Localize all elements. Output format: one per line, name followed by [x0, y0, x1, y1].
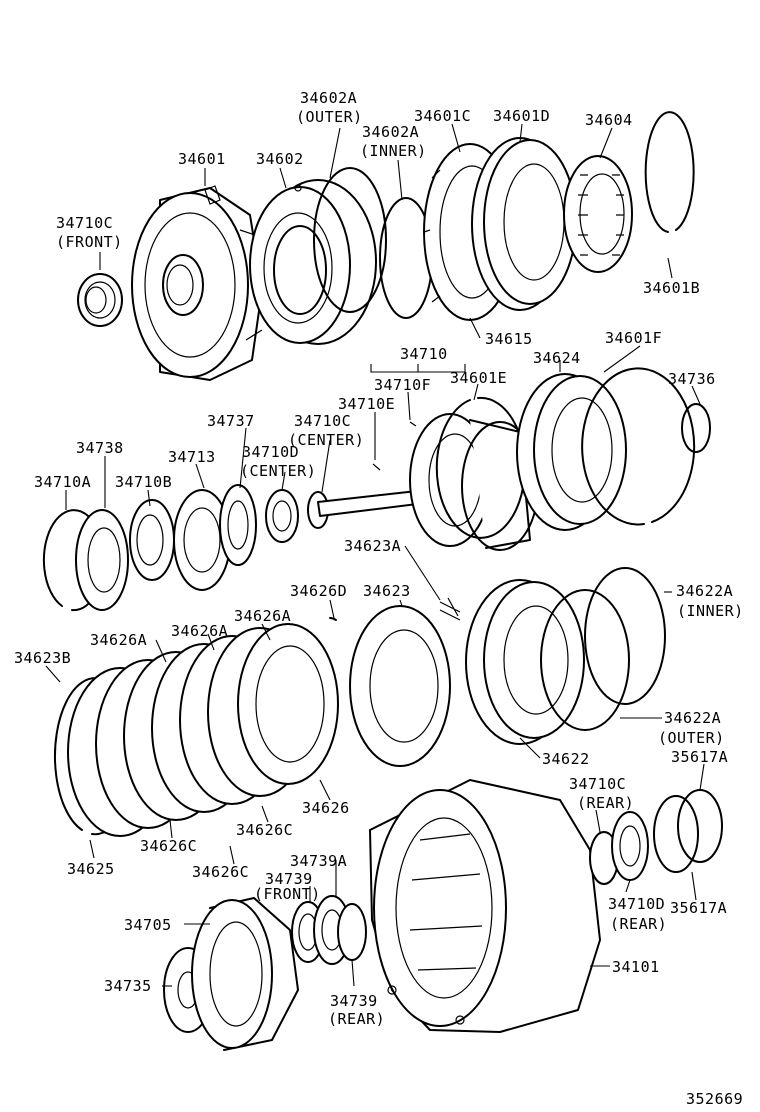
label-34622A-outer: 34622A [664, 709, 721, 727]
label-34710D-center-sub: (CENTER) [240, 462, 316, 480]
label-34710C-rear: 34710C [569, 775, 626, 793]
label-34739-rear-sub: (REAR) [328, 1010, 385, 1028]
label-34710D-rear-sub: (REAR) [610, 915, 667, 933]
part-34623-piston [349, 605, 451, 767]
label-34710D-center: 34710D [242, 443, 299, 461]
leader-lines [45, 123, 705, 987]
label-34623A: 34623A [344, 537, 401, 555]
label-34602A-inner-sub: (INNER) [360, 142, 427, 160]
label-35617A-top: 35617A [671, 748, 728, 766]
part-34705-ring-gear [191, 897, 299, 1051]
label-34623B: 34623B [14, 649, 71, 667]
label-34626A-3: 34626A [234, 607, 291, 625]
part-34710B-bearing [129, 499, 175, 581]
part-34739-rear-washer [337, 903, 367, 961]
part-34736-ring [681, 403, 711, 453]
label-34602A-outer: 34602A [300, 89, 357, 107]
part-34602A-outer-oring [313, 167, 387, 313]
label-34710C-center-sub: (CENTER) [288, 431, 364, 449]
part-34710C-front [77, 273, 123, 327]
label-34622A-outer-sub: (OUTER) [658, 729, 725, 747]
part-34601D-plates [471, 137, 577, 311]
part-34710D-rear-bearing [611, 811, 649, 881]
part-34101-case [369, 779, 601, 1033]
label-34710C-center: 34710C [294, 412, 351, 430]
label-34623: 34623 [363, 582, 411, 600]
part-34601-drum [131, 185, 263, 381]
label-34602A-inner: 34602A [362, 123, 419, 141]
label-34739-front: 34739 [265, 870, 313, 888]
label-34101: 34101 [612, 958, 660, 976]
label-34710A: 34710A [34, 473, 91, 491]
label-34601B: 34601B [643, 279, 700, 297]
part-34713-gear [173, 489, 231, 591]
part-34601F-snap-ring [581, 367, 696, 526]
label-34602A-outer-sub: (OUTER) [296, 108, 363, 126]
label-34626A-2: 34626A [171, 622, 228, 640]
part-34601B-snap-ring [644, 111, 695, 233]
label-34710: 34710 [400, 345, 448, 363]
label-34626D: 34626D [290, 582, 347, 600]
label-34626C-2: 34626C [236, 821, 293, 839]
part-34624-clutch [516, 373, 627, 531]
label-34710D-rear: 34710D [608, 895, 665, 913]
label-34601C: 34601C [414, 107, 471, 125]
part-34622A-outer-ring [540, 589, 630, 731]
label-34710B: 34710B [115, 473, 172, 491]
part-34623A-springs [439, 597, 461, 621]
label-34739-front-sub: (FRONT) [254, 885, 321, 903]
label-34626A-1: 34626A [90, 631, 147, 649]
label-34601: 34601 [178, 150, 226, 168]
part-34604-spring-set [563, 155, 633, 273]
part-34601E-ring [435, 396, 526, 539]
label-34710C-front: 34710C [56, 214, 113, 232]
figure-number: 352669 [686, 1090, 743, 1108]
part-35617A-rings [653, 789, 723, 873]
label-34602: 34602 [256, 150, 304, 168]
part-labels: 34602A (OUTER) 34602A (INNER) 34601C 346… [14, 89, 744, 1108]
part-34710E-pin [372, 463, 381, 471]
part-34710-shaft [317, 413, 539, 551]
label-34710C-rear-sub: (REAR) [577, 794, 634, 812]
label-34713: 34713 [168, 448, 216, 466]
label-34626C-1: 34626C [140, 837, 197, 855]
label-34710E: 34710E [338, 395, 395, 413]
part-34622A-inner-ring [584, 567, 666, 705]
label-34601F: 34601F [605, 329, 662, 347]
label-34710C-front-sub: (FRONT) [56, 233, 123, 251]
label-34737: 34737 [207, 412, 255, 430]
label-34626C-3: 34626C [192, 863, 249, 881]
label-34622: 34622 [542, 750, 590, 768]
part-34710D-center-bearing [265, 489, 299, 543]
part-34602-piston [249, 179, 377, 345]
label-34622A-inner: 34622A [676, 582, 733, 600]
label-34626: 34626 [302, 799, 350, 817]
label-34736: 34736 [668, 370, 716, 388]
label-34739-rear: 34739 [330, 992, 378, 1010]
label-34604: 34604 [585, 111, 633, 129]
label-34601D: 34601D [493, 107, 550, 125]
label-34601E: 34601E [450, 369, 507, 387]
label-34615: 34615 [485, 330, 533, 348]
part-34710F-pin [409, 421, 417, 427]
label-34625: 34625 [67, 860, 115, 878]
part-34737-gear [219, 484, 257, 566]
part-34626D-ring [329, 617, 337, 621]
label-35617A-bottom: 35617A [670, 899, 727, 917]
label-34735: 34735 [104, 977, 152, 995]
label-34624: 34624 [533, 349, 581, 367]
label-34710F: 34710F [374, 376, 431, 394]
part-34626-plate-stack [67, 623, 339, 837]
part-34738-sun-gear [75, 509, 129, 611]
part-34622-hub [465, 579, 585, 745]
label-34705: 34705 [124, 916, 172, 934]
label-34738: 34738 [76, 439, 124, 457]
label-34739A: 34739A [290, 852, 347, 870]
label-34622A-inner-sub: (INNER) [677, 602, 744, 620]
